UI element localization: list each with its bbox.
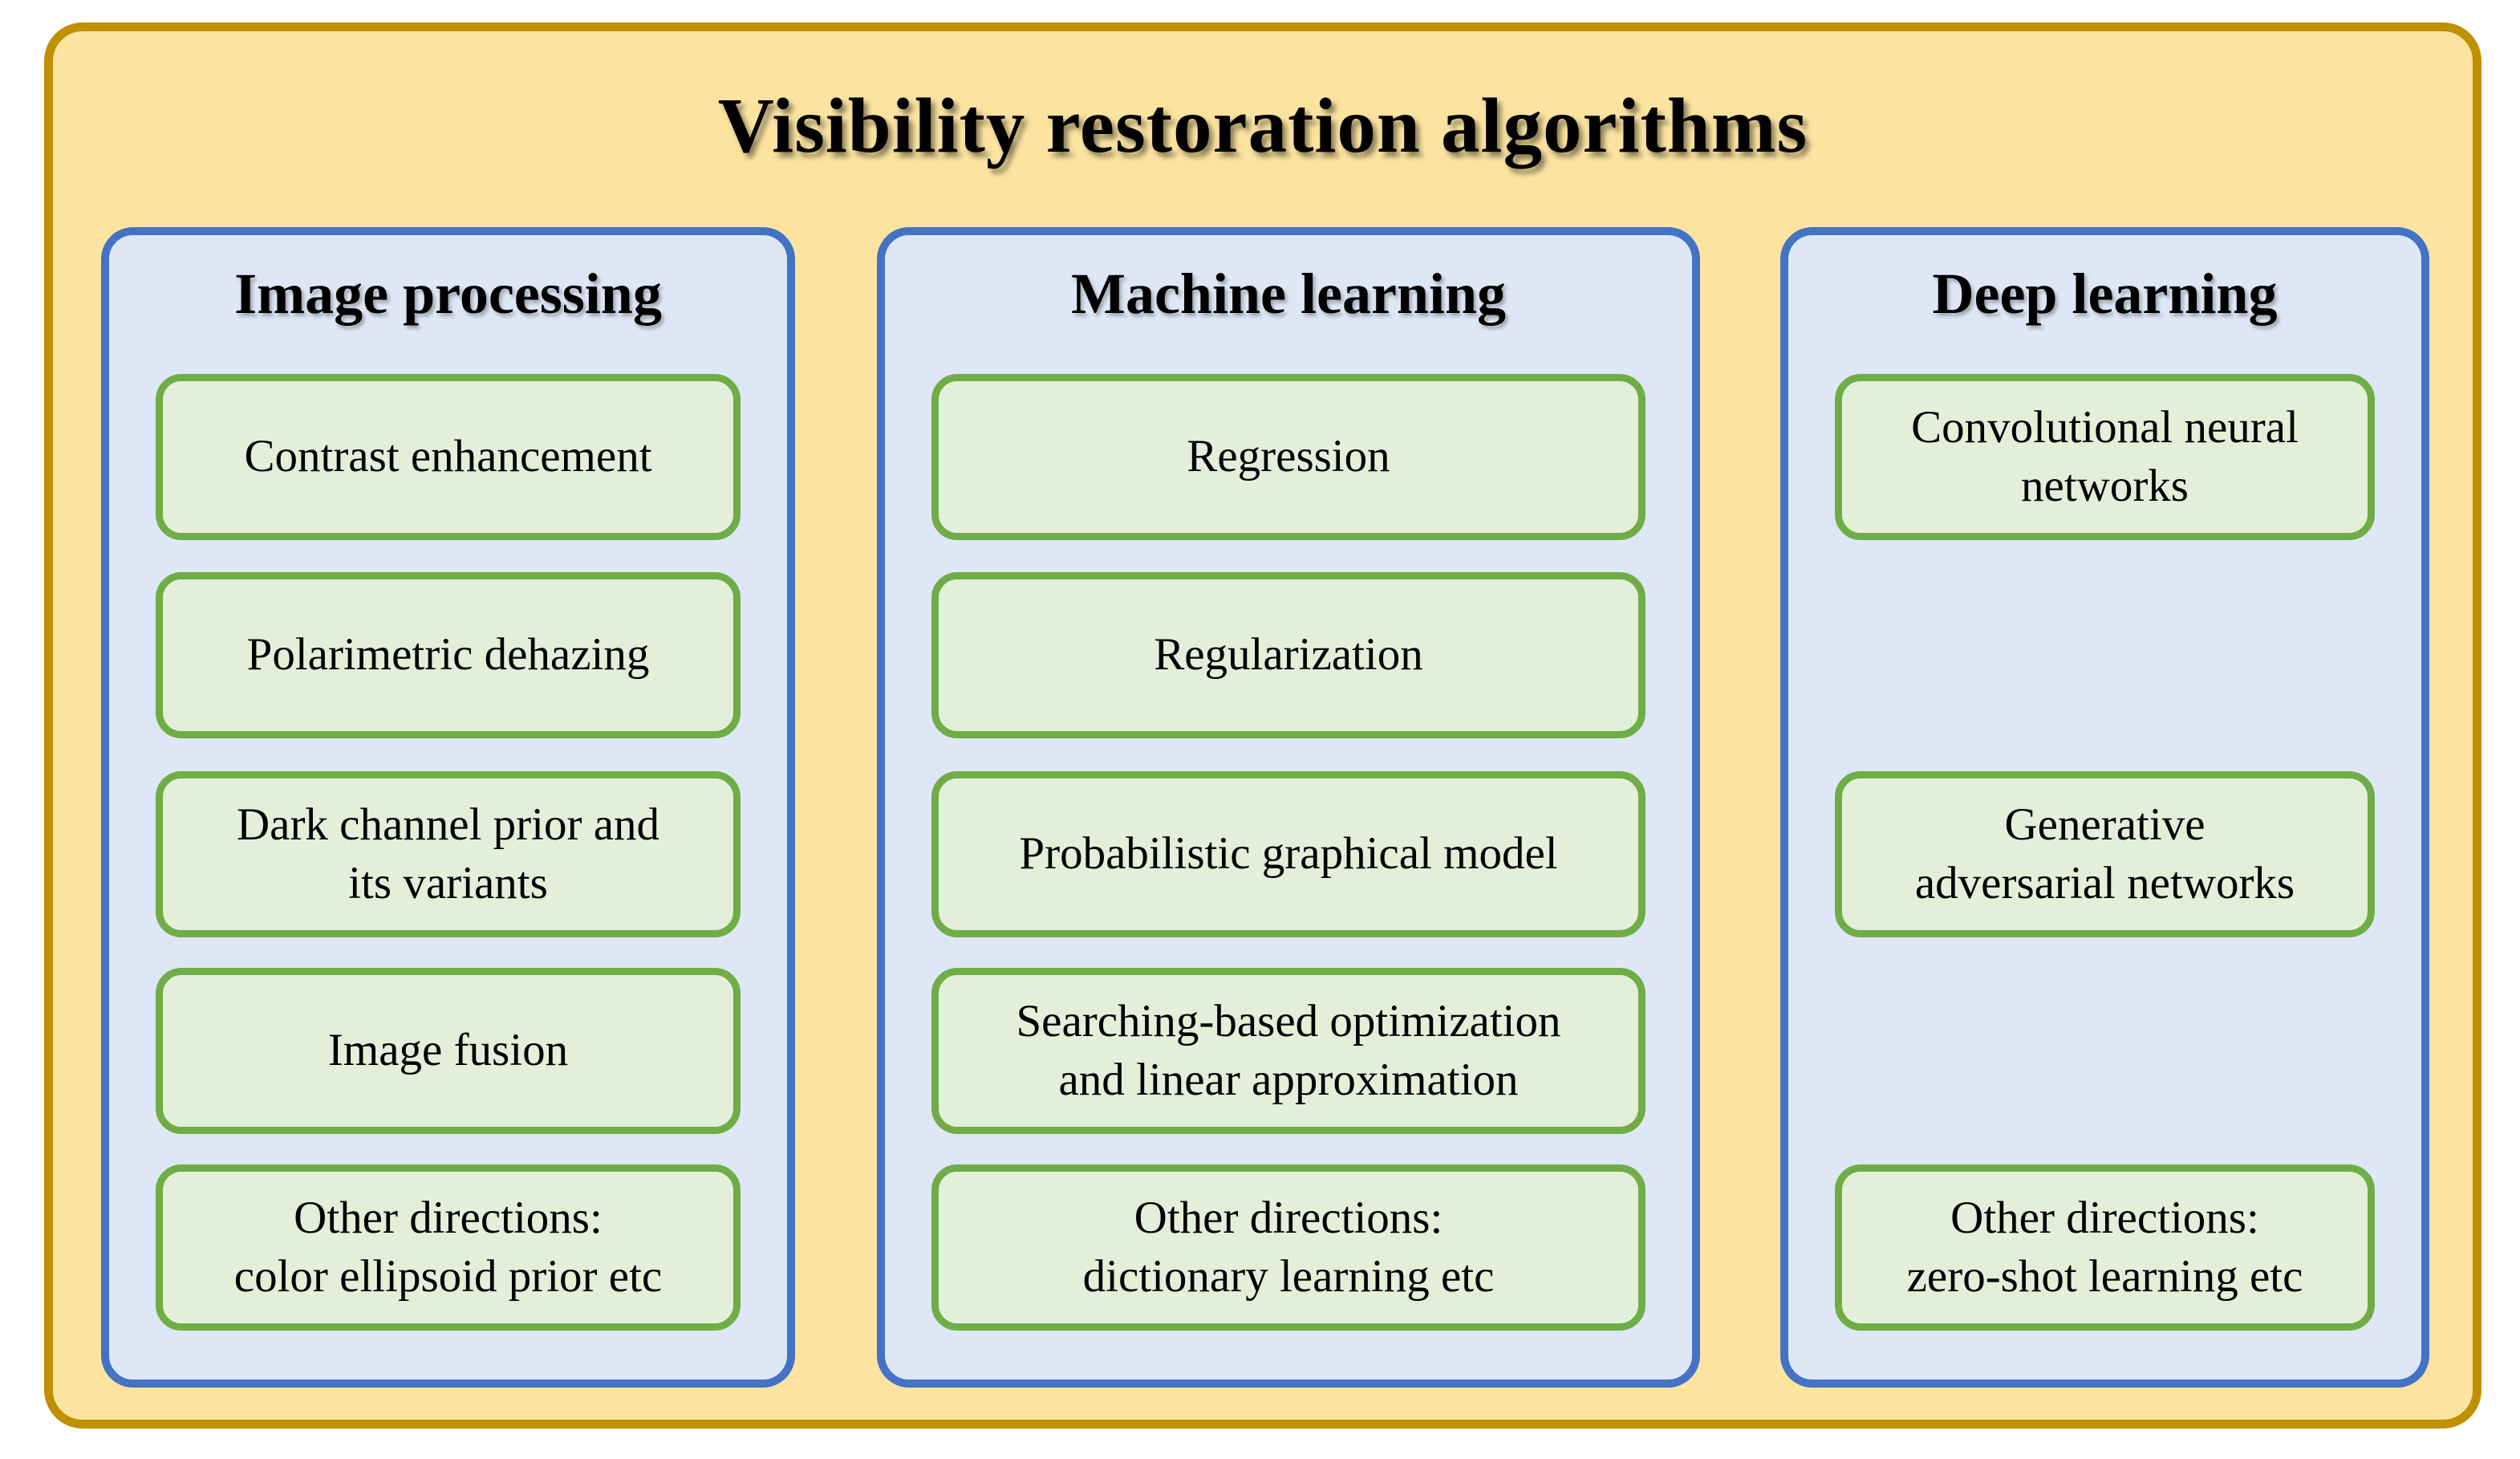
column-header-deep-learning: Deep learning xyxy=(1932,262,2278,326)
item-contrast-enhancement: Contrast enhancement xyxy=(156,374,741,540)
column-header-image-processing: Image processing xyxy=(234,262,662,326)
column-deep-learning: Deep learning Convolutional neural netwo… xyxy=(1780,227,2429,1388)
item-other-directions-zero-shot: Other directions: zero-shot learning etc xyxy=(1835,1164,2375,1331)
item-label: Polarimetric dehazing xyxy=(246,629,650,681)
item-image-fusion: Image fusion xyxy=(156,968,741,1134)
item-label: Dark channel prior and its variants xyxy=(236,799,660,908)
item-other-directions-dictionary-learning: Other directions: dictionary learning et… xyxy=(931,1164,1646,1331)
item-other-directions-color-ellipsoid: Other directions: color ellipsoid prior … xyxy=(156,1164,741,1331)
item-label: Other directions: dictionary learning et… xyxy=(1082,1192,1495,1302)
item-convolutional-neural-networks: Convolutional neural networks xyxy=(1835,374,2375,540)
item-generative-adversarial-networks: Generative adversarial networks xyxy=(1835,771,2375,937)
item-label: Regularization xyxy=(1154,629,1423,681)
item-label: Regression xyxy=(1187,431,1390,482)
diagram-title: Visibility restoration algorithms xyxy=(717,83,1808,169)
item-probabilistic-graphical-model: Probabilistic graphical model xyxy=(931,771,1646,937)
column-image-processing: Image processing Contrast enhancement Po… xyxy=(101,227,795,1388)
visibility-restoration-container: Visibility restoration algorithms Image … xyxy=(44,22,2481,1429)
column-header-machine-learning: Machine learning xyxy=(1071,262,1506,326)
item-label: Searching-based optimization and linear … xyxy=(1016,995,1561,1105)
item-label: Generative adversarial networks xyxy=(1914,799,2295,908)
item-label: Convolutional neural networks xyxy=(1911,401,2299,511)
item-label: Probabilistic graphical model xyxy=(1019,828,1558,880)
column-machine-learning: Machine learning Regression Regularizati… xyxy=(877,227,1700,1388)
item-regression: Regression xyxy=(931,374,1646,540)
item-label: Image fusion xyxy=(327,1025,569,1076)
item-polarimetric-dehazing: Polarimetric dehazing xyxy=(156,572,741,738)
item-label: Other directions: color ellipsoid prior … xyxy=(233,1192,663,1302)
item-label: Contrast enhancement xyxy=(244,431,652,482)
item-searching-based-optimization: Searching-based optimization and linear … xyxy=(931,968,1646,1134)
item-label: Other directions: zero-shot learning etc xyxy=(1906,1192,2303,1302)
item-dark-channel-prior: Dark channel prior and its variants xyxy=(156,771,741,937)
item-regularization: Regularization xyxy=(931,572,1646,738)
